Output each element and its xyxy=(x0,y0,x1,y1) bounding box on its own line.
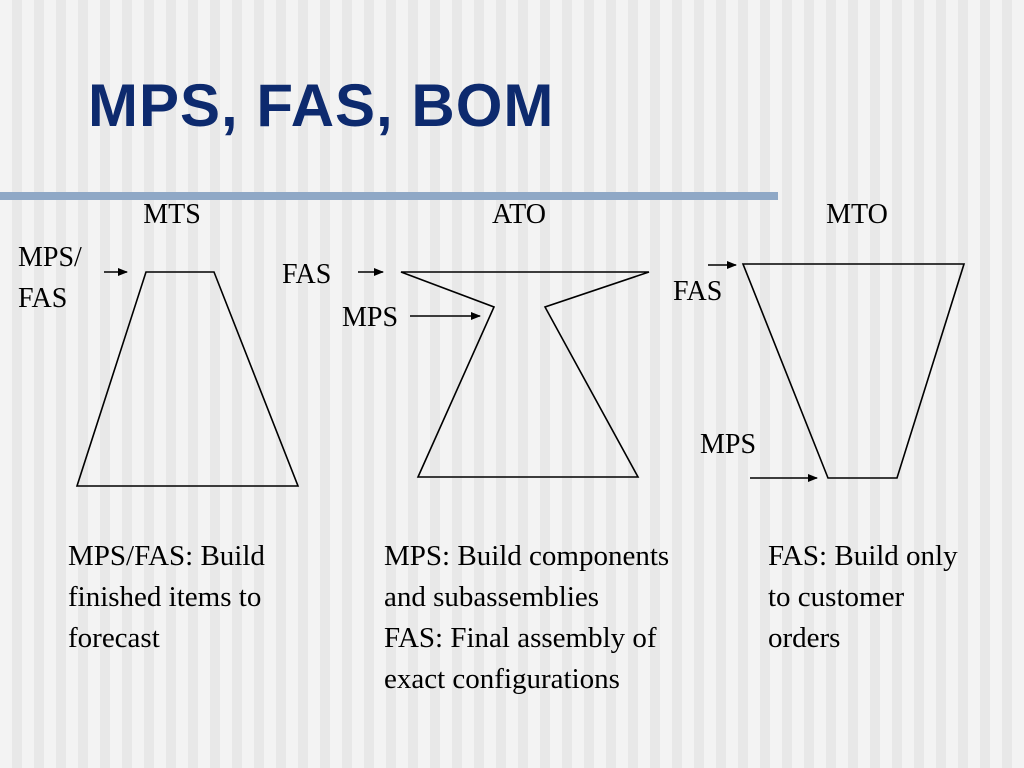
ato-description: MPS: Build components and subassemblies … xyxy=(384,536,669,700)
ato-description-line: and subassemblies xyxy=(384,581,600,613)
ato-heading: ATO xyxy=(492,199,546,230)
ato-description-line: MPS: Build components xyxy=(384,540,670,572)
mts-description-line: forecast xyxy=(68,622,160,654)
mts-description-line: finished items to xyxy=(68,581,262,613)
mto-group: MTO FAS MPS xyxy=(673,199,966,482)
mto-fas-label: FAS xyxy=(673,276,722,307)
mts-description-line: MPS/FAS: Build xyxy=(68,540,265,572)
mto-description-line: orders xyxy=(768,622,841,654)
mts-description: MPS/FAS: Build finished items to forecas… xyxy=(68,536,265,659)
mts-heading: MTS xyxy=(143,199,201,230)
mts-shape xyxy=(75,271,300,487)
ato-group: ATO FAS MPS xyxy=(282,199,650,478)
mto-shape xyxy=(741,263,966,479)
mts-group: MTS MPS/ FAS xyxy=(18,199,300,487)
mto-description-line: to customer xyxy=(768,581,905,613)
mto-heading: MTO xyxy=(826,199,888,230)
ato-mps-label: MPS xyxy=(342,302,398,333)
ato-shape xyxy=(400,271,650,478)
mto-description-line: FAS: Build only xyxy=(768,540,958,572)
mts-fas-label: FAS xyxy=(18,283,67,314)
ato-description-line: exact configurations xyxy=(384,663,620,695)
ato-description-line: FAS: Final assembly of xyxy=(384,622,657,654)
mts-mps-label: MPS/ xyxy=(18,242,82,273)
mto-mps-label: MPS xyxy=(700,429,756,460)
slide-title: MPS, FAS, BOM xyxy=(88,72,555,139)
title-divider xyxy=(0,192,778,200)
mto-description: FAS: Build only to customer orders xyxy=(768,536,958,659)
ato-fas-label: FAS xyxy=(282,259,331,290)
